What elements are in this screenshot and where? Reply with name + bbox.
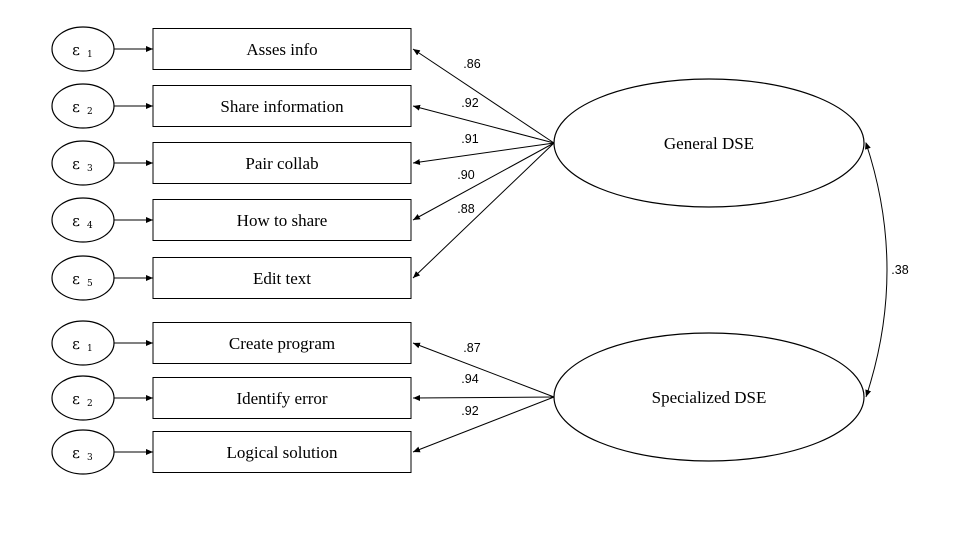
factor-loading-arrow bbox=[412, 104, 555, 144]
factor-loading-arrow bbox=[412, 142, 555, 165]
observed-variable-box bbox=[152, 322, 412, 364]
error-term-ellipse bbox=[51, 255, 115, 301]
factor-loading-arrow bbox=[412, 142, 555, 221]
latent-factor-ellipse-specialized bbox=[553, 332, 865, 462]
factor-loading-value: .92 bbox=[461, 404, 478, 418]
error-term-index: 3 bbox=[87, 164, 93, 174]
observed-variable-label: Asses info bbox=[246, 40, 317, 59]
error-term-symbol: ε bbox=[72, 41, 80, 59]
observed-variable-box bbox=[152, 431, 412, 473]
error-term-symbol: ε bbox=[72, 98, 80, 116]
latent-factor-label-general: General DSE bbox=[664, 134, 754, 153]
error-term-ellipse bbox=[51, 26, 115, 72]
error-term-index: 2 bbox=[87, 107, 93, 117]
error-term-symbol: ε bbox=[72, 270, 80, 288]
factor-loading-arrow bbox=[412, 396, 555, 453]
error-term-symbol: ε bbox=[72, 335, 80, 353]
error-term-symbol: ε bbox=[72, 155, 80, 173]
error-term-index: 1 bbox=[87, 50, 93, 60]
error-term-ellipse bbox=[51, 197, 115, 243]
observed-variable-label: Create program bbox=[229, 334, 335, 353]
factor-loading-arrow bbox=[412, 342, 555, 398]
error-term-symbol: ε bbox=[72, 212, 80, 230]
edges-layer bbox=[114, 46, 888, 455]
factor-loading-value: .87 bbox=[463, 341, 480, 355]
observed-variable-box bbox=[152, 257, 412, 299]
error-term-index: 2 bbox=[87, 399, 93, 409]
error-term-index: 1 bbox=[87, 344, 93, 354]
observed-variable-label: How to share bbox=[237, 211, 328, 230]
error-term-ellipse bbox=[51, 83, 115, 129]
observed-variable-box bbox=[152, 85, 412, 127]
factor-loading-value: .86 bbox=[463, 57, 480, 71]
factor-loading-value: .91 bbox=[461, 132, 478, 146]
observed-variable-label: Edit text bbox=[253, 269, 311, 288]
error-term-ellipse bbox=[51, 140, 115, 186]
factor-loading-arrow bbox=[412, 142, 555, 279]
factor-loading-value: .88 bbox=[457, 202, 474, 216]
error-term-index: 4 bbox=[87, 221, 93, 231]
observed-variable-box bbox=[152, 142, 412, 184]
error-term-ellipse bbox=[51, 375, 115, 421]
factor-loading-arrow bbox=[412, 394, 555, 401]
error-term-symbol: ε bbox=[72, 444, 80, 462]
error-term-ellipse bbox=[51, 320, 115, 366]
observed-variable-box bbox=[152, 28, 412, 70]
observed-variable-label: Logical solution bbox=[227, 443, 338, 462]
factor-loading-value: .90 bbox=[457, 168, 474, 182]
observed-variable-box bbox=[152, 199, 412, 241]
factor-correlation-value: .38 bbox=[891, 263, 908, 277]
nodes-layer bbox=[51, 26, 865, 475]
observed-variable-label: Pair collab bbox=[245, 154, 318, 173]
latent-factor-ellipse-general bbox=[553, 78, 865, 208]
error-term-symbol: ε bbox=[72, 390, 80, 408]
factor-loading-value: .92 bbox=[461, 96, 478, 110]
latent-factor-label-specialized: Specialized DSE bbox=[652, 388, 767, 407]
observed-variable-box bbox=[152, 377, 412, 419]
error-term-index: 3 bbox=[87, 453, 93, 463]
error-term-index: 5 bbox=[87, 279, 93, 289]
observed-variable-label: Share information bbox=[220, 97, 344, 116]
factor-loading-value: .94 bbox=[461, 372, 478, 386]
error-term-ellipse bbox=[51, 429, 115, 475]
factor-correlation-arrow bbox=[865, 142, 888, 398]
factor-loading-arrow bbox=[412, 48, 555, 144]
observed-variable-label: Identify error bbox=[236, 389, 327, 408]
